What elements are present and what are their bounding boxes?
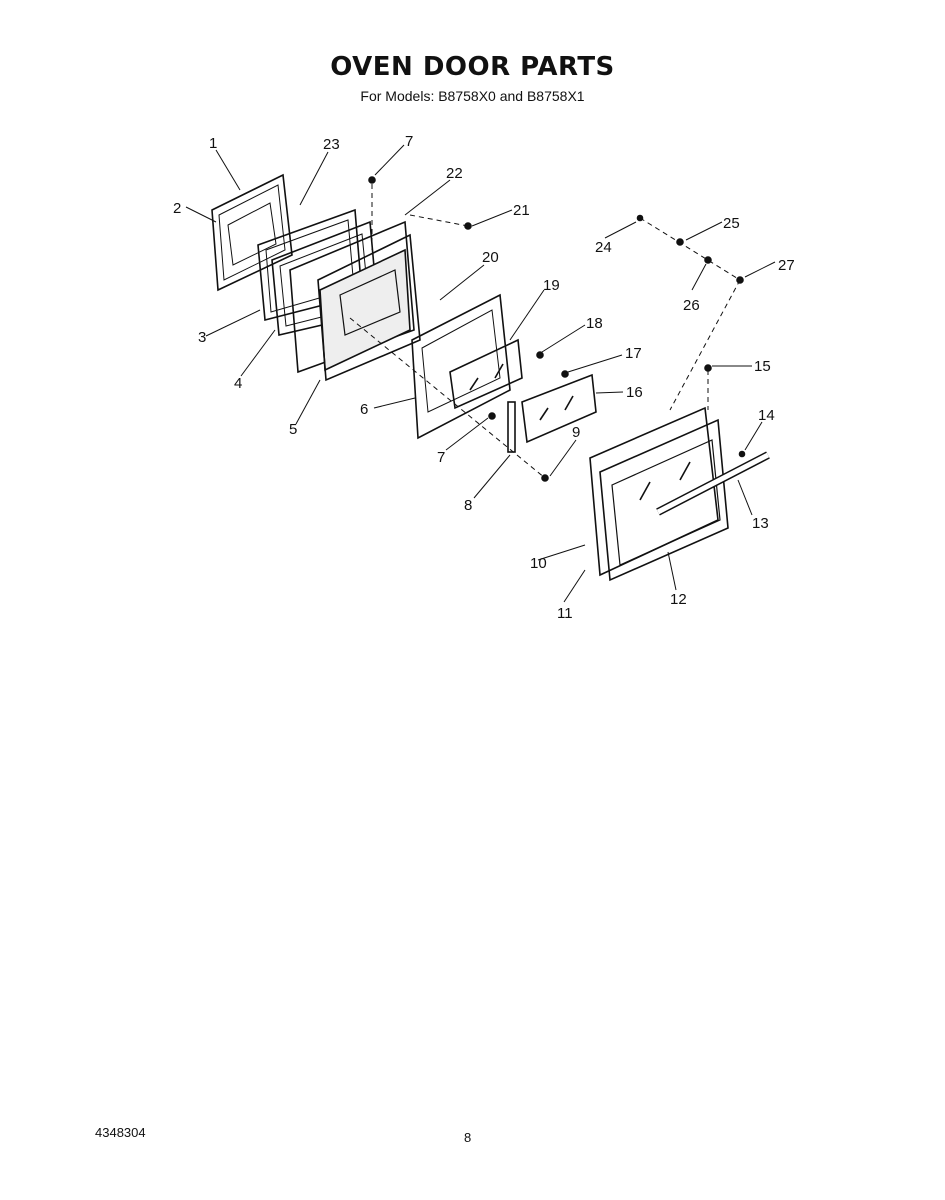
callout-3: 3 xyxy=(198,329,206,346)
callout-25: 25 xyxy=(723,215,740,232)
callout-22: 22 xyxy=(446,165,463,182)
callout-27: 27 xyxy=(778,257,795,274)
callout-17: 17 xyxy=(625,345,642,362)
part-glass-19 xyxy=(449,338,523,410)
callout-15: 15 xyxy=(754,358,771,375)
callout-18: 18 xyxy=(586,315,603,332)
callout-12: 12 xyxy=(670,591,687,608)
callout-19: 19 xyxy=(543,277,560,294)
callout-14: 14 xyxy=(758,407,775,424)
callout-21: 21 xyxy=(513,202,530,219)
part-strip xyxy=(507,401,516,453)
callout-24: 24 xyxy=(595,239,612,256)
callout-7b: 7 xyxy=(437,449,445,466)
part-plate xyxy=(411,293,511,440)
callout-7a: 7 xyxy=(405,133,413,150)
callout-23: 23 xyxy=(323,136,340,153)
callout-2: 2 xyxy=(173,200,181,217)
callout-26: 26 xyxy=(683,297,700,314)
part-back-panel xyxy=(211,173,293,292)
page-title: OVEN DOOR PARTS xyxy=(330,52,615,82)
callout-9: 9 xyxy=(572,424,580,441)
page-number: 8 xyxy=(464,1130,472,1145)
part-handle xyxy=(656,451,770,516)
callout-11: 11 xyxy=(557,605,573,622)
part-screws xyxy=(368,176,746,482)
part-glass-16 xyxy=(521,373,597,444)
assembly-lines xyxy=(349,184,741,479)
callout-13: 13 xyxy=(752,515,769,532)
callout-labels: 1 2 3 4 5 6 7 7 8 9 10 11 12 13 14 15 16… xyxy=(173,133,795,622)
page-subtitle: For Models: B8758X0 and B8758X1 xyxy=(360,88,585,104)
part-outer-door xyxy=(589,406,729,582)
callout-5: 5 xyxy=(289,421,297,438)
callout-16: 16 xyxy=(626,384,643,401)
part-outer-liner xyxy=(317,233,421,382)
part-number: 4348304 xyxy=(95,1125,146,1140)
leader-lines xyxy=(185,144,776,603)
callout-6: 6 xyxy=(360,401,368,418)
callout-20: 20 xyxy=(482,249,499,266)
part-inner-panel xyxy=(289,220,415,374)
callout-4: 4 xyxy=(234,375,242,392)
callout-8: 8 xyxy=(464,497,472,514)
callout-10: 10 xyxy=(530,555,547,572)
callout-1: 1 xyxy=(209,135,217,152)
